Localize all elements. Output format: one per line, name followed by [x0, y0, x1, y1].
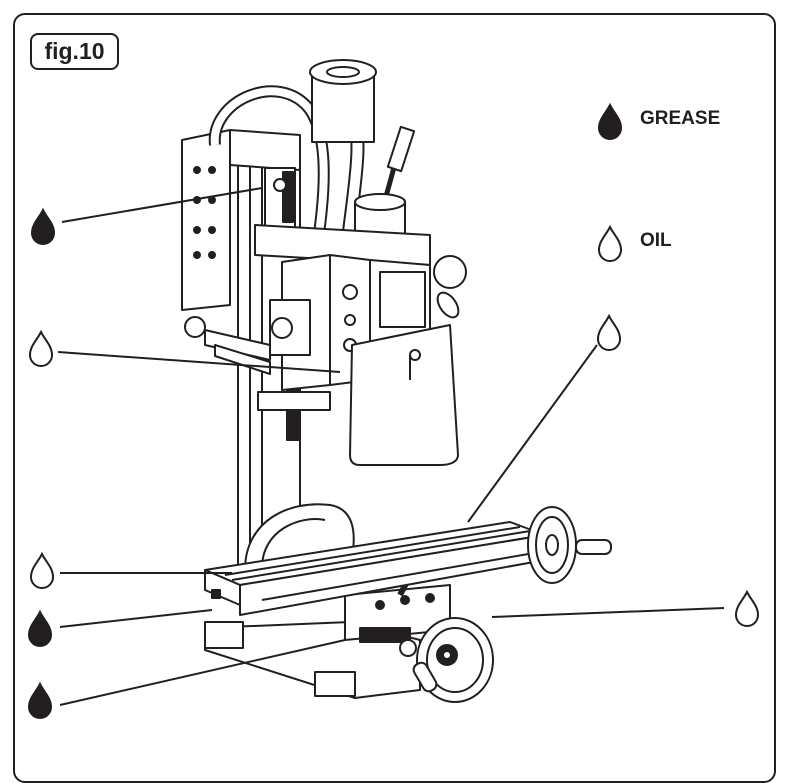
y-handwheel	[399, 617, 494, 703]
figure-label: fig.10	[30, 33, 119, 70]
motor-box	[181, 129, 301, 311]
oil-drop-icon	[30, 553, 54, 589]
column-gib-strip	[264, 167, 296, 229]
spindle-top	[309, 59, 377, 143]
oil-drop-icon	[735, 591, 759, 627]
chip-guard	[349, 324, 459, 466]
grease-drop-icon	[31, 209, 55, 245]
legend-grease-label: GREASE	[640, 108, 721, 129]
oil-drop-icon	[597, 315, 621, 351]
legend	[598, 104, 622, 262]
saddle	[344, 570, 451, 643]
leader-lines	[57, 187, 725, 706]
oil-drop-icon	[29, 331, 53, 367]
column-bracket	[257, 391, 331, 411]
quill-lever	[382, 125, 416, 201]
legend-oil-label: OIL	[640, 230, 672, 251]
oil-drop-icon	[598, 226, 622, 262]
grease-drop-icon	[28, 611, 52, 647]
coolant-hose-inner	[210, 87, 328, 261]
grease-drop-icon	[28, 683, 52, 719]
milling-machine-illustration	[181, 59, 612, 703]
grease-drop-icon	[598, 104, 622, 140]
x-handwheel	[527, 506, 612, 584]
